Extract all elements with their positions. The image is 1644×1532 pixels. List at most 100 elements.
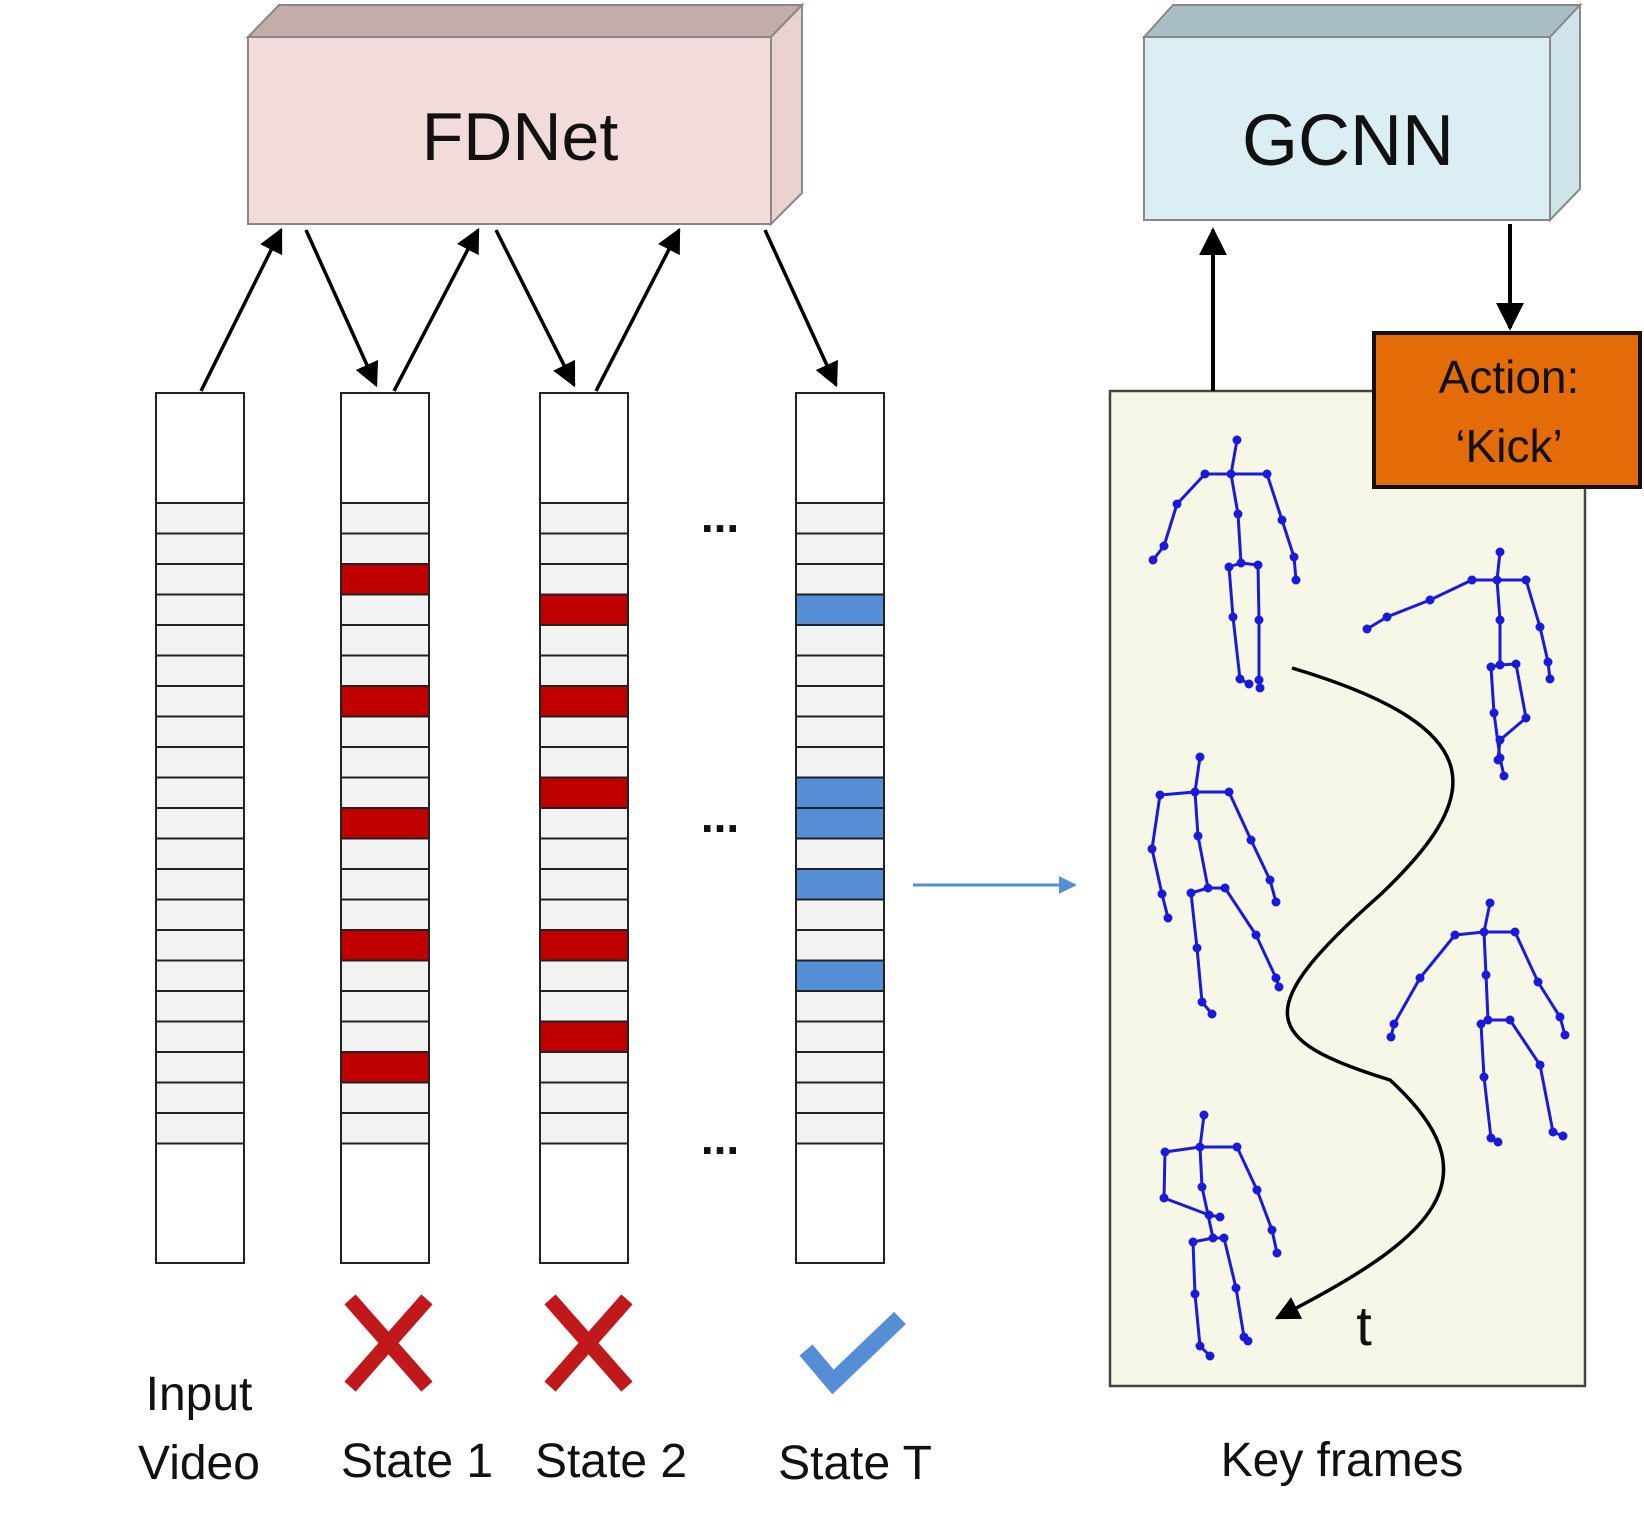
arrow-fdnet-to-state1: [304, 229, 379, 388]
skeleton-joint: [1220, 883, 1230, 893]
skeleton-bone: [1536, 981, 1562, 1018]
skeleton-joint: [1197, 1182, 1207, 1192]
state-1-column: [340, 392, 430, 1264]
skeleton-bone: [1234, 1287, 1246, 1338]
skeleton-figure-5: [1159, 1110, 1282, 1361]
fdnet-label: FDNet: [422, 99, 619, 175]
frame-cell: [155, 868, 245, 901]
fdnet-box-front: [247, 36, 772, 225]
skeleton-bone: [1495, 579, 1502, 621]
frame-cell: [340, 1020, 430, 1053]
gcnn-box-front: [1143, 36, 1551, 221]
skeleton-joint: [1193, 831, 1203, 841]
skeleton-bone: [1236, 513, 1243, 564]
skeleton-joint: [1236, 558, 1246, 568]
skeleton-joint: [1197, 997, 1207, 1007]
selected-frame-cell: [795, 807, 885, 840]
skeleton-bone: [1514, 663, 1528, 719]
skeleton-joint: [1271, 973, 1281, 983]
frame-cell: [539, 898, 629, 931]
selected-frame-cell: [539, 685, 629, 718]
skeleton-joint: [1219, 1233, 1229, 1243]
skeleton-joint: [1155, 790, 1165, 800]
skeleton-joint: [1159, 541, 1169, 551]
skeleton-bone: [1386, 598, 1431, 619]
skeleton-joint: [1204, 1210, 1214, 1220]
frame-cell: [155, 1020, 245, 1053]
skeleton-joint: [1521, 575, 1531, 585]
skeleton-joint: [1483, 1015, 1493, 1025]
skeleton-joint: [1228, 612, 1238, 622]
skeleton-joint: [1215, 1212, 1225, 1222]
skeleton-bone: [1189, 892, 1199, 949]
skeleton-bone: [1418, 934, 1457, 979]
arrow-state1-to-fdnet: [392, 227, 480, 392]
skeleton-joint: [1265, 875, 1275, 885]
frame-cell: [155, 593, 245, 626]
selected-frame-cell: [795, 593, 885, 626]
frame-cell: [155, 532, 245, 565]
frame-cell: [340, 532, 430, 565]
skeleton-joint: [1224, 787, 1234, 797]
skeleton-bone: [1265, 473, 1284, 521]
skeleton-bone: [1231, 616, 1242, 680]
skeleton-bone: [1255, 1189, 1274, 1231]
frame-cell: [340, 868, 430, 901]
skeleton-joint: [1195, 1142, 1205, 1152]
skeleton-bone: [1513, 931, 1540, 983]
skeleton-bone: [1163, 1196, 1210, 1217]
selected-frame-cell: [539, 776, 629, 809]
frame-cell: [155, 654, 245, 687]
frame-cell: [340, 654, 430, 687]
skeleton-joint: [1495, 735, 1505, 745]
skeleton-bone: [1198, 1114, 1206, 1148]
frame-cell: [539, 959, 629, 992]
skeleton-joint: [1147, 844, 1157, 854]
skeleton-joint: [1505, 1015, 1515, 1025]
skeleton-joint: [1362, 624, 1372, 634]
frame-cell: [539, 990, 629, 1023]
skeleton-joint: [1533, 977, 1543, 987]
skeleton-joint: [1163, 913, 1173, 923]
skeleton-joint: [1226, 469, 1236, 479]
frame-cell: [155, 929, 245, 962]
skeleton-figure-1: [1148, 435, 1301, 693]
skeleton-figures: [1147, 435, 1570, 1361]
skeleton-joint: [1479, 927, 1489, 937]
frame-cell: [795, 837, 885, 870]
frame-cell: [539, 837, 629, 870]
frame-cell: [155, 990, 245, 1023]
frame-cell: [539, 715, 629, 748]
skeleton-joint: [1254, 675, 1264, 685]
gcnn-box: GCNN: [1141, 2, 1583, 223]
skeleton-joint: [1254, 615, 1264, 625]
selected-frame-cell: [795, 776, 885, 809]
frame-cell: [795, 990, 885, 1023]
frame-cell: [155, 746, 245, 779]
skeleton-joint: [1545, 674, 1555, 684]
frame-cell: [155, 776, 245, 809]
skeleton-bone: [1162, 1151, 1167, 1199]
skeleton-joint: [1495, 660, 1505, 670]
ellipsis-bottom: ...: [701, 1112, 739, 1164]
skeleton-joint: [1291, 575, 1301, 585]
skeleton-joint: [1476, 1019, 1486, 1029]
skeleton-bone: [1499, 716, 1527, 742]
skeleton-bone: [1482, 931, 1488, 976]
state-T-label: State T: [778, 1437, 932, 1490]
skeleton-bone: [1538, 1064, 1555, 1133]
gcnn-box-top: [1141, 4, 1583, 38]
skeleton-bone: [1193, 756, 1202, 793]
skeleton-joint: [1382, 612, 1392, 622]
skeleton-joint: [1386, 1032, 1396, 1042]
skeleton-joint: [1425, 595, 1435, 605]
ellipsis-top: ...: [701, 490, 739, 542]
skeleton-joint: [1192, 943, 1202, 953]
skeleton-joint: [1195, 1341, 1205, 1351]
action-value: ‘Kick’: [1455, 420, 1562, 472]
selected-frame-cell: [539, 593, 629, 626]
skeleton-joint: [1511, 659, 1521, 669]
arrow-state2-to-fdnet: [594, 227, 681, 392]
frame-cell: [340, 746, 430, 779]
frame-cell: [155, 959, 245, 992]
